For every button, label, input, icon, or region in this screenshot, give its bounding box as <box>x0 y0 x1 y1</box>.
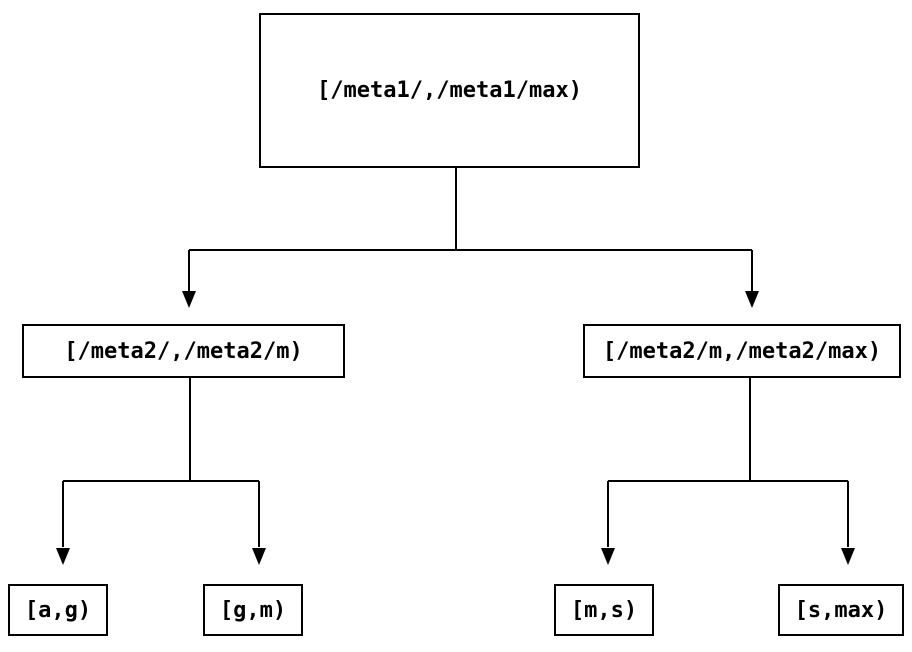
arrowhead-to-leaf-ms <box>601 548 615 565</box>
node-root-label: [/meta1/,/meta1/max) <box>317 78 582 103</box>
node-leaf-ag: [a,g) <box>8 584 108 636</box>
node-leaf-ms-label: [m,s) <box>570 597 638 623</box>
node-right-range: [/meta2/m,/meta2/max) <box>583 324 901 378</box>
node-root-range: [/meta1/,/meta1/max) <box>259 13 640 168</box>
arrowhead-to-right-node <box>745 291 759 308</box>
arrowhead-to-leaf-gm <box>252 548 266 565</box>
node-leaf-gm-label: [g,m) <box>219 597 287 623</box>
node-right-label: [/meta2/m,/meta2/max) <box>602 338 882 364</box>
node-leaf-ms: [m,s) <box>554 584 654 636</box>
arrowhead-to-leaf-ag <box>56 548 70 565</box>
node-leaf-gm: [g,m) <box>203 584 303 636</box>
node-leaf-smax: [s,max) <box>778 584 904 636</box>
arrowhead-to-left-node <box>182 291 196 308</box>
node-leaf-smax-label: [s,max) <box>794 597 888 623</box>
node-left-label: [/meta2/,/meta2/m) <box>64 338 303 364</box>
node-leaf-ag-label: [a,g) <box>24 597 92 623</box>
node-left-range: [/meta2/,/meta2/m) <box>22 324 345 378</box>
arrowhead-to-leaf-smax <box>841 548 855 565</box>
